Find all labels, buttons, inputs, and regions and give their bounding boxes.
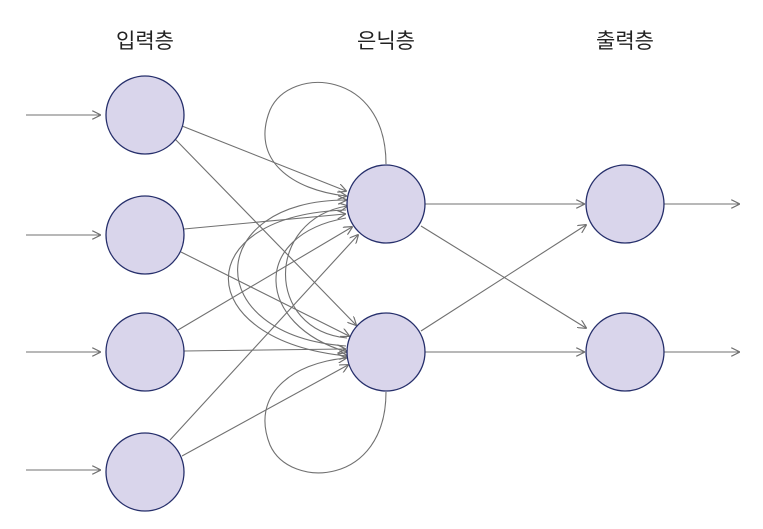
output-layer-label: 출력층 <box>596 29 654 53</box>
input-node-2 <box>105 195 185 275</box>
hidden-node-2 <box>346 312 426 392</box>
hidden-layer-label: 은닉층 <box>357 29 415 53</box>
input-node-3 <box>105 312 185 392</box>
recurrent-h1-h2-inner <box>275 217 347 352</box>
input-node-4 <box>105 432 185 512</box>
edge-i4-h1 <box>169 235 358 441</box>
hidden-layer-nodes <box>346 164 426 392</box>
edge-i1-h1 <box>181 125 346 191</box>
edge-h1-o2 <box>420 225 586 328</box>
recurrent-connections <box>228 81 387 474</box>
edge-i2-h2 <box>180 251 349 336</box>
input-arrows <box>26 115 100 470</box>
edge-h2-o1 <box>420 225 586 332</box>
output-node-1 <box>585 164 665 244</box>
output-arrows <box>664 204 739 352</box>
hidden-output-connections <box>420 204 586 352</box>
input-hidden-connections <box>169 125 358 457</box>
input-layer-label: 입력층 <box>116 29 174 53</box>
input-layer-nodes <box>105 75 185 512</box>
edge-i3-h1 <box>177 227 352 331</box>
edge-i4-h2 <box>181 365 348 457</box>
self-loop-h2 <box>264 358 387 474</box>
recurrent-h1-h2-outer <box>228 209 347 356</box>
recurrent-h2-h1-outer <box>237 200 346 347</box>
input-node-1 <box>105 75 185 155</box>
output-node-2 <box>585 312 665 392</box>
edge-i1-h2 <box>174 138 356 325</box>
hidden-node-1 <box>346 164 426 244</box>
self-loop-h1 <box>264 81 387 196</box>
output-layer-nodes <box>585 164 665 392</box>
recurrent-h2-h1-inner <box>285 206 348 339</box>
edge-i3-h2 <box>183 349 345 351</box>
